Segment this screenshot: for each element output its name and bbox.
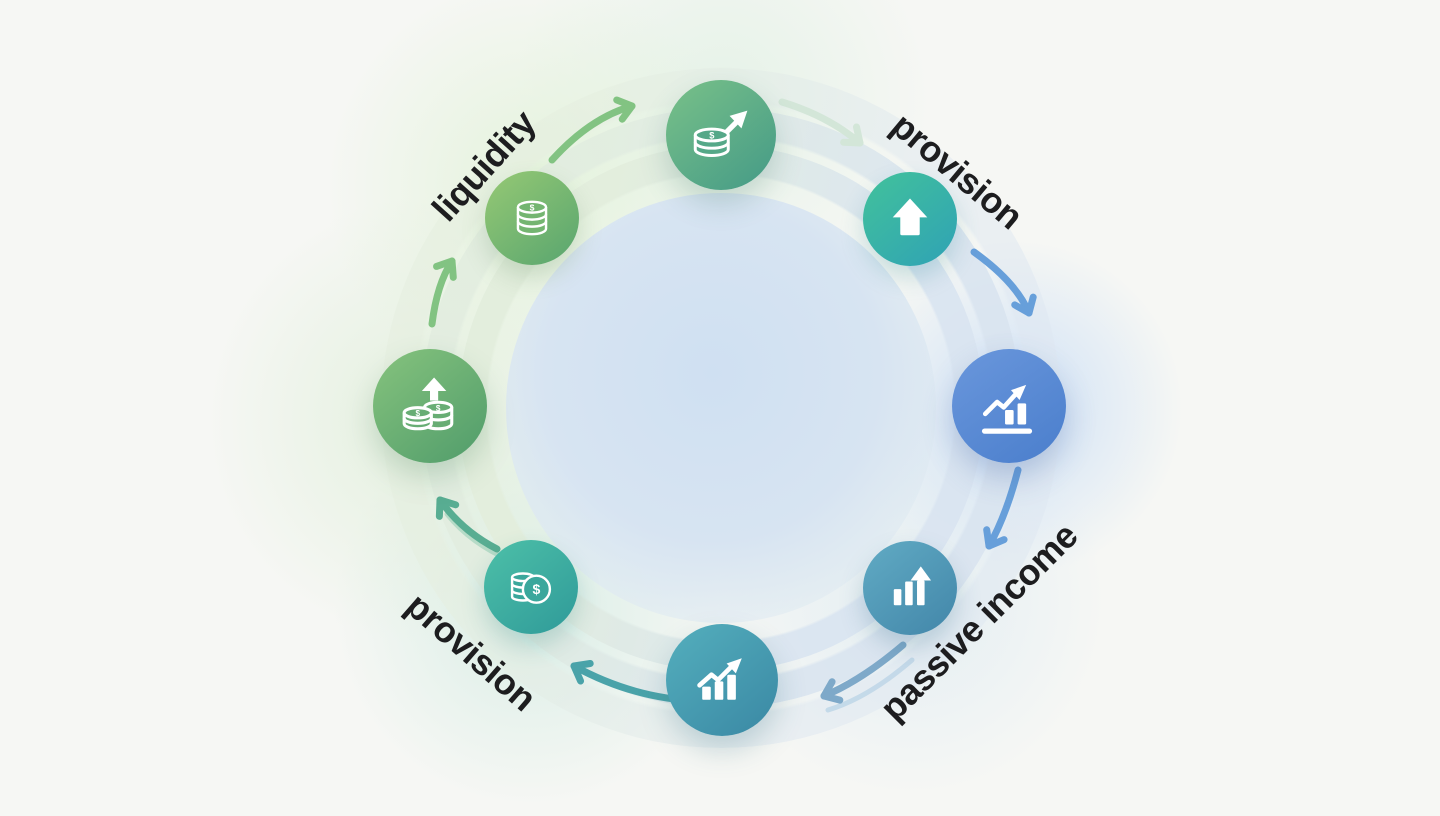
- bars-up-arrow-icon: [893, 566, 932, 606]
- arrow-right-to-bottom-right: [983, 466, 1022, 550]
- arrow-left-to-top-left: [428, 257, 457, 328]
- svg-text:$: $: [415, 409, 420, 418]
- arrow-top-center-to-top-right: [778, 98, 864, 147]
- node-bottom-center: [666, 624, 778, 736]
- node-right: [952, 349, 1066, 463]
- arrow-top-right-to-right: [970, 248, 1037, 317]
- coins-arrow-up-icon: $ $: [402, 377, 454, 431]
- node-top-right: [863, 172, 957, 266]
- node-top-center: $: [666, 80, 776, 190]
- chart-line-bars-icon: [981, 384, 1033, 434]
- coin-stack-icon: $: [516, 200, 548, 236]
- chart-growth-icon: [697, 658, 742, 700]
- node-bottom-right: [863, 541, 957, 635]
- svg-text:$: $: [530, 202, 535, 212]
- arrow-up-solid-icon: [892, 198, 928, 236]
- node-top-left: $: [485, 171, 579, 265]
- node-bottom-left: $: [484, 540, 578, 634]
- arrow-top-left-to-top-center: [548, 96, 636, 164]
- svg-text:$: $: [709, 130, 714, 140]
- arrow-bottom-left-to-left: [435, 496, 501, 553]
- coins-growth-icon: $: [693, 110, 748, 157]
- node-left: $ $: [373, 349, 487, 463]
- center-circle: [506, 193, 936, 623]
- svg-text:$: $: [436, 404, 441, 413]
- coins-icon: $: [510, 572, 552, 604]
- svg-text:$: $: [532, 581, 540, 597]
